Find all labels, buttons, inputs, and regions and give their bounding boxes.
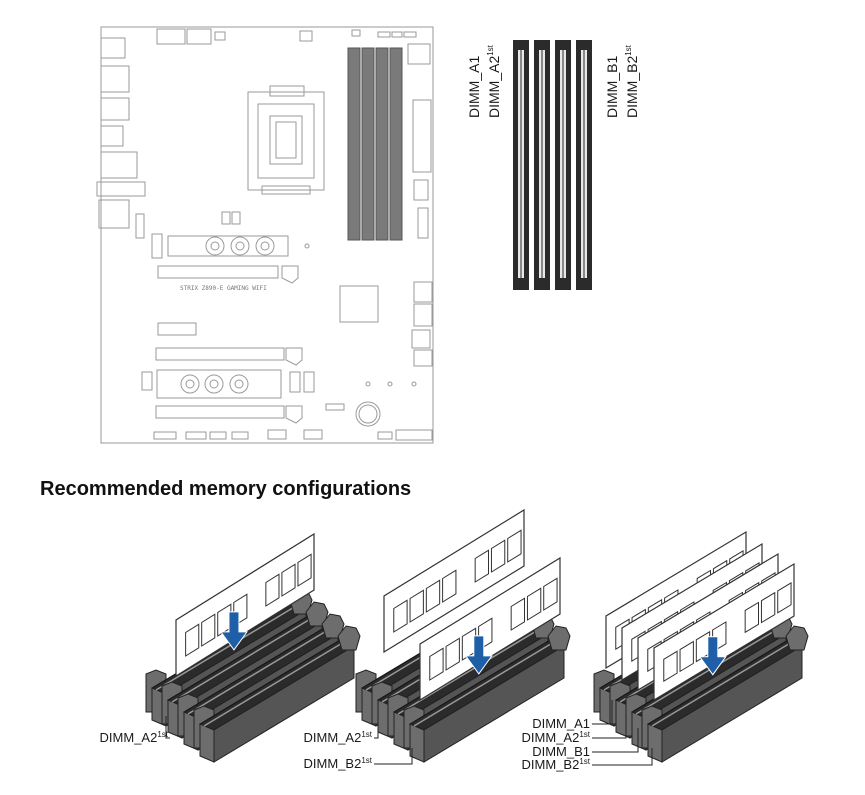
slot-groove xyxy=(651,641,793,727)
config-slot-label: DIMM_A21st xyxy=(304,730,373,745)
module-chip xyxy=(425,579,441,613)
module-chip xyxy=(217,603,232,637)
zoom-slot-b2 xyxy=(576,40,592,290)
board-dimm-slot-a1 xyxy=(347,47,361,241)
leader-line xyxy=(165,716,170,739)
memory-module xyxy=(419,556,561,702)
leader-line xyxy=(592,700,613,725)
module-chip xyxy=(409,589,424,623)
label-dimm-a2: DIMM_A21st xyxy=(486,44,502,118)
board-dimm-slot-b1 xyxy=(375,47,389,241)
leader-line xyxy=(374,716,379,739)
slot-front-face xyxy=(647,723,663,763)
config-slot-label: DIMM_A21st xyxy=(100,730,169,745)
insert-arrow-icon xyxy=(219,611,248,651)
leader-line xyxy=(592,728,639,753)
module-chip xyxy=(744,601,759,634)
label-dimm-b2: DIMM_B21st xyxy=(624,44,640,118)
config-slot-label: DIMM_B21st xyxy=(522,757,591,772)
board-dimm-slot-b2 xyxy=(389,47,403,241)
memory-module xyxy=(383,508,525,654)
slot-groove xyxy=(413,641,555,727)
module-chip xyxy=(393,599,408,633)
slot-front-face xyxy=(199,723,215,763)
zoom-slot-a1 xyxy=(513,40,529,290)
slot-groove xyxy=(155,605,297,691)
slot-side-face xyxy=(661,645,803,763)
board-dimm-slots xyxy=(347,47,403,241)
config-slot-label: DIMM_B21st xyxy=(304,756,373,771)
leader-line xyxy=(592,748,653,766)
zoomed-dimm-slots xyxy=(513,40,592,290)
module-chip xyxy=(445,637,460,671)
module-chip xyxy=(442,569,457,603)
config-slot xyxy=(193,625,361,763)
slot-groove xyxy=(635,629,777,715)
section-title: Recommended memory configurations xyxy=(40,478,412,500)
board-dimm-slot-a2 xyxy=(361,47,375,241)
leader-line xyxy=(592,712,627,739)
slot-groove xyxy=(397,629,539,715)
memory-module xyxy=(175,532,315,678)
slot-back-latch xyxy=(785,625,809,651)
module-chip xyxy=(297,553,312,587)
insert-arrow-icon xyxy=(464,635,493,675)
board-model-text: STRIX Z890-E GAMING WIFI xyxy=(180,285,267,292)
config-slot-label: DIMM_B1 xyxy=(532,744,590,759)
config-slot xyxy=(403,625,571,763)
slot-back-latch xyxy=(321,613,345,639)
zoom-slot-a2 xyxy=(534,40,550,290)
module-chip xyxy=(281,563,296,597)
board-outline xyxy=(100,26,434,444)
module-chip xyxy=(429,647,444,681)
slot-groove xyxy=(187,629,329,715)
zoom-slot-b1 xyxy=(555,40,571,290)
module-chip xyxy=(185,623,200,657)
label-dimm-b1: DIMM_B1 xyxy=(604,56,620,118)
slot-groove xyxy=(203,641,345,727)
module-chip xyxy=(543,577,558,611)
memory-module xyxy=(653,562,795,702)
module-chip xyxy=(777,582,792,614)
module-chip xyxy=(679,640,694,673)
config-slot-label: DIMM_A21st xyxy=(522,730,591,745)
slot-side-face xyxy=(213,645,355,763)
slot-back-latch xyxy=(337,625,361,651)
slot-back-latch xyxy=(305,601,329,627)
motherboard-layout xyxy=(96,26,434,444)
leader-line xyxy=(374,748,413,765)
module-chip xyxy=(760,591,776,624)
module-chip xyxy=(526,587,542,621)
module-chip xyxy=(201,613,216,647)
module-chip xyxy=(507,529,522,563)
config-one-module: DIMM_A21st xyxy=(100,532,361,763)
slot-groove xyxy=(171,617,313,703)
label-dimm-a1: DIMM_A1 xyxy=(466,56,482,118)
module-chip xyxy=(461,627,477,661)
module-chip xyxy=(265,573,280,607)
module-chip xyxy=(663,650,678,683)
config-slot-label: DIMM_A1 xyxy=(532,716,590,731)
config-slot xyxy=(641,625,809,763)
module-chip xyxy=(474,549,489,583)
slot-back-latch xyxy=(547,625,571,651)
module-chip xyxy=(490,539,506,573)
module-chip xyxy=(510,597,525,631)
insert-arrow-icon xyxy=(698,636,727,676)
slot-side-face xyxy=(423,645,565,763)
